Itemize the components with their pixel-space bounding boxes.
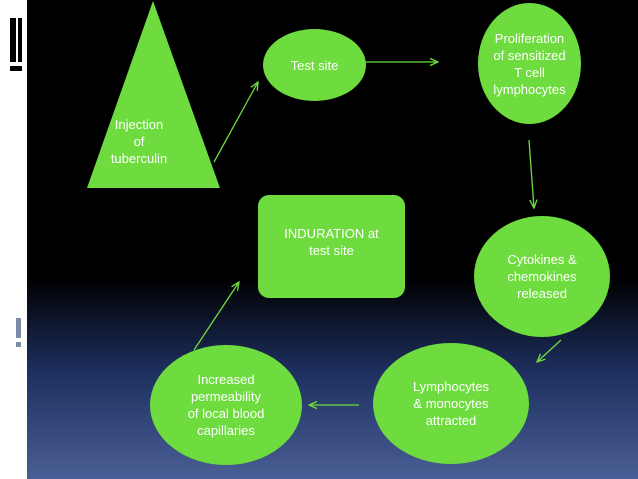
deco-bar-5: [16, 342, 21, 347]
deco-bar-2: [18, 18, 22, 62]
node-cytokines: Cytokines & chemokines released: [474, 216, 610, 337]
node-permeability-label: Increased permeability of local blood ca…: [187, 372, 265, 438]
node-induration: INDURATION at test site: [258, 195, 405, 298]
arrow-cytokines-to-lymphocytes: [537, 339, 562, 362]
node-test-site-label: Test site: [290, 57, 339, 73]
deco-bar-1: [10, 18, 16, 62]
arrow-permeability-to-induration: [193, 282, 239, 351]
node-injection-label: Injection of tuberculin: [110, 117, 168, 166]
node-proliferation: Proliferation of sensitized T cell lymph…: [478, 3, 581, 124]
arrow-proliferation-to-cytokines: [528, 139, 534, 208]
deco-bar-4: [16, 318, 21, 338]
node-lymphocytes: Lymphocytes & monocytes attracted: [373, 343, 529, 464]
node-permeability: Increased permeability of local blood ca…: [150, 345, 302, 465]
node-cytokines-label: Cytokines & chemokines released: [507, 252, 577, 301]
node-proliferation-label: Proliferation of sensitized T cell lymph…: [493, 30, 566, 97]
arrow-injection-to-test-site: [213, 82, 258, 163]
node-lymphocytes-label: Lymphocytes & monocytes attracted: [412, 379, 490, 428]
node-test-site: Test site: [263, 29, 366, 101]
node-induration-label: INDURATION at test site: [284, 226, 379, 258]
left-decorative-bar: [0, 0, 27, 479]
deco-bar-3: [10, 66, 22, 71]
